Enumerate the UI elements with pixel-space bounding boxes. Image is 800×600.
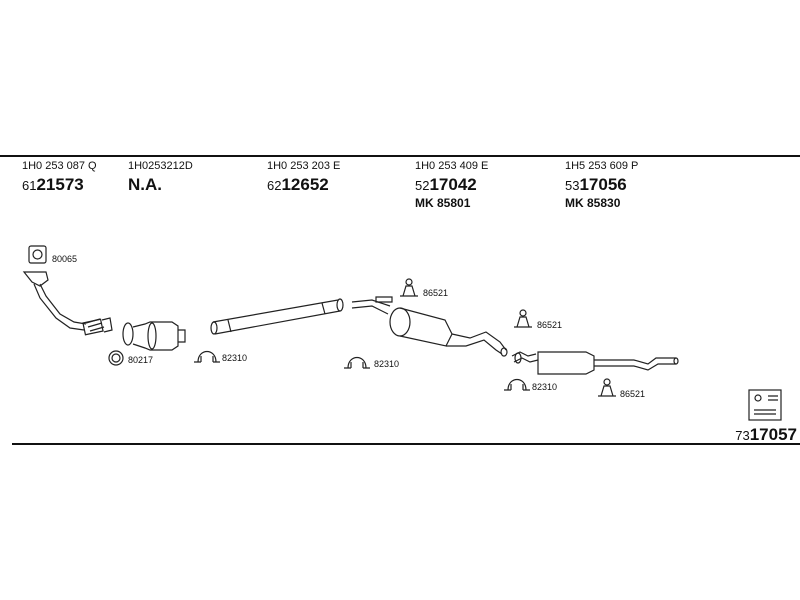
part-label: 86521 bbox=[423, 288, 449, 298]
part-label: 86521 bbox=[620, 389, 646, 399]
mounting-kit-number: MK 85801 bbox=[415, 196, 471, 210]
rubber-mount-icon bbox=[400, 278, 418, 297]
kit-icon bbox=[748, 389, 782, 421]
catalytic-converter bbox=[122, 321, 186, 351]
clamp-icon bbox=[194, 350, 220, 363]
clamp-icon bbox=[504, 378, 530, 391]
part-label: 82310 bbox=[222, 353, 248, 363]
top-divider bbox=[0, 155, 800, 157]
article-number: 6212652 bbox=[267, 175, 329, 194]
mounting-kit-number: MK 85830 bbox=[565, 196, 621, 210]
front-pipe bbox=[22, 271, 113, 336]
intermediate-pipe bbox=[210, 298, 344, 335]
rear-silencer bbox=[511, 351, 679, 375]
part-label: 80217 bbox=[128, 355, 154, 365]
part-column-middle-silencer: 1H0 253 409 E 5217042 MK 85801 bbox=[415, 160, 488, 210]
part-column-front-pipe: 1H0 253 087 Q 6121573 bbox=[22, 160, 97, 195]
oe-number: 1H0 253 409 E bbox=[415, 160, 489, 172]
oe-number: 1H0 253 203 E bbox=[267, 160, 341, 172]
rubber-mount-icon bbox=[598, 378, 616, 397]
part-column-catalyst: 1H0253212D N.A. bbox=[128, 160, 193, 195]
part-label: 80065 bbox=[52, 254, 78, 264]
part-column-rear-silencer: 1H5 253 609 P 5317056 MK 85830 bbox=[565, 160, 638, 210]
oe-number: 1H5 253 609 P bbox=[565, 160, 639, 172]
article-number: 5317056 bbox=[565, 175, 627, 194]
article-number: N.A. bbox=[128, 175, 162, 194]
kit-number: 7317057 bbox=[735, 425, 797, 444]
part-label: 86521 bbox=[537, 320, 563, 330]
ring-icon bbox=[108, 350, 124, 366]
oe-number: 1H0253212D bbox=[128, 160, 193, 172]
clamp-icon bbox=[344, 356, 370, 369]
part-column-intermediate-pipe: 1H0 253 203 E 6212652 bbox=[267, 160, 340, 195]
middle-silencer bbox=[351, 296, 508, 357]
gasket-icon bbox=[28, 245, 47, 264]
bottom-divider bbox=[12, 443, 800, 445]
part-label: 82310 bbox=[374, 359, 400, 369]
rubber-mount-icon bbox=[514, 309, 532, 328]
article-number: 5217042 bbox=[415, 175, 477, 194]
oe-number: 1H0 253 087 Q bbox=[22, 160, 97, 172]
article-number: 6121573 bbox=[22, 175, 84, 194]
part-label: 82310 bbox=[532, 382, 558, 392]
